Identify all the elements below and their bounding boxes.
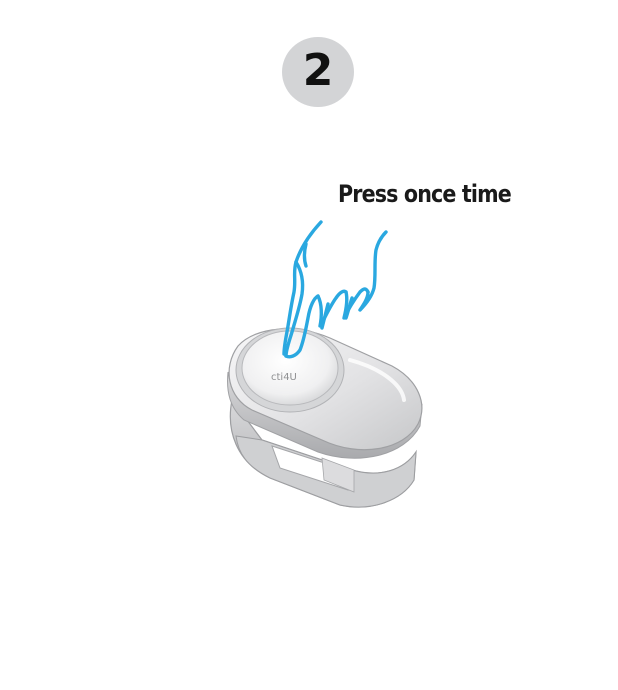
pointing-hand-icon bbox=[282, 220, 388, 359]
step-number: 2 bbox=[302, 45, 334, 96]
device-logo: cti4U bbox=[271, 372, 297, 383]
step-number-badge: 2 bbox=[282, 37, 354, 107]
button-device-icon: cti4U bbox=[227, 327, 423, 508]
instruction-text: Press once time bbox=[338, 180, 512, 208]
